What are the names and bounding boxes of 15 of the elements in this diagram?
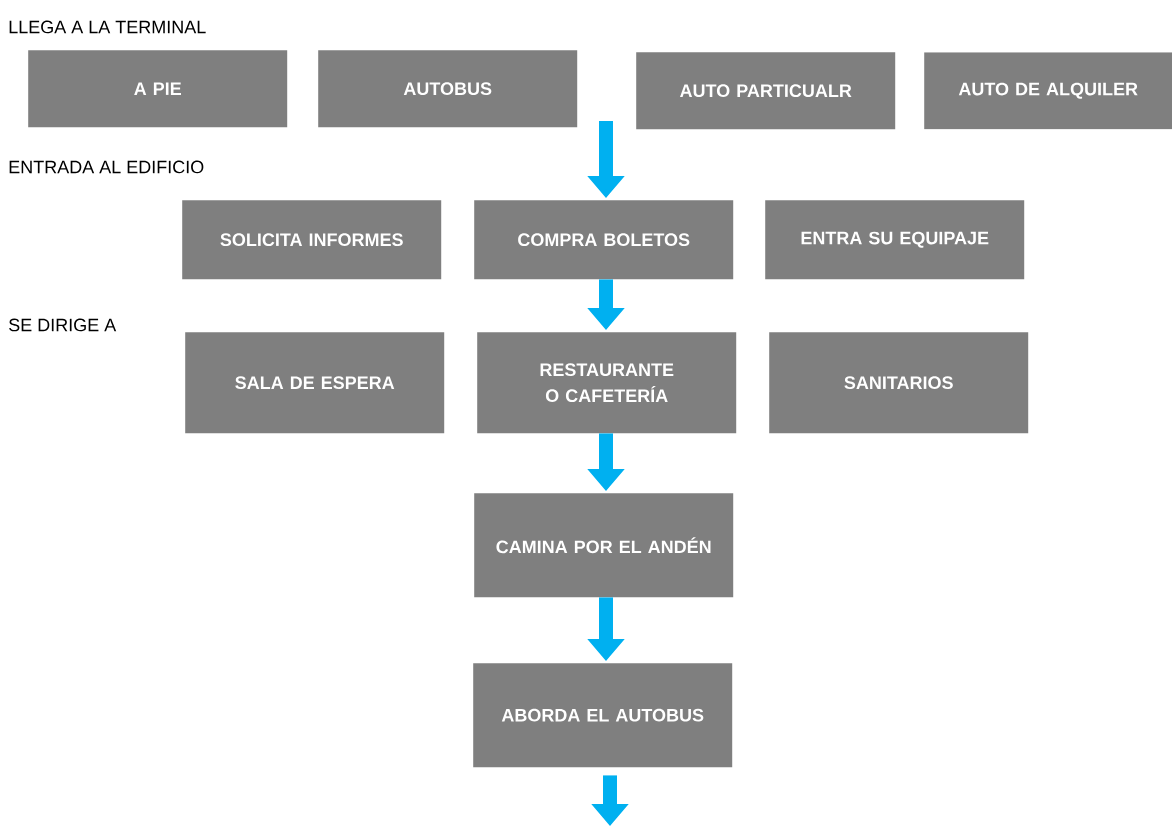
process-box: CAMINA POR EL ANDÉN (474, 493, 734, 598)
process-box: SALA DE ESPERA (185, 332, 445, 434)
process-box: AUTO PARTICUALR (636, 52, 896, 130)
process-box: A PIE (28, 50, 288, 128)
process-box: ENTRA SU EQUIPAJE (765, 200, 1025, 280)
process-box: ABORDA EL AUTOBUS (473, 663, 733, 768)
process-box: COMPRA BOLETOS (474, 200, 734, 280)
section-label: LLEGA A LA TERMINAL (9, 20, 206, 34)
section-label: SE DIRIGE A (9, 318, 117, 332)
process-box: SANITARIOS (769, 332, 1029, 434)
process-box: AUTO DE ALQUILER (924, 52, 1172, 130)
process-box: SOLICITA INFORMES (182, 200, 442, 280)
section-label: ENTRADA AL EDIFICIO (9, 160, 204, 174)
process-box: AUTOBUS (318, 50, 578, 128)
process-box: RESTAURANTE O CAFETERÍA (477, 332, 737, 434)
